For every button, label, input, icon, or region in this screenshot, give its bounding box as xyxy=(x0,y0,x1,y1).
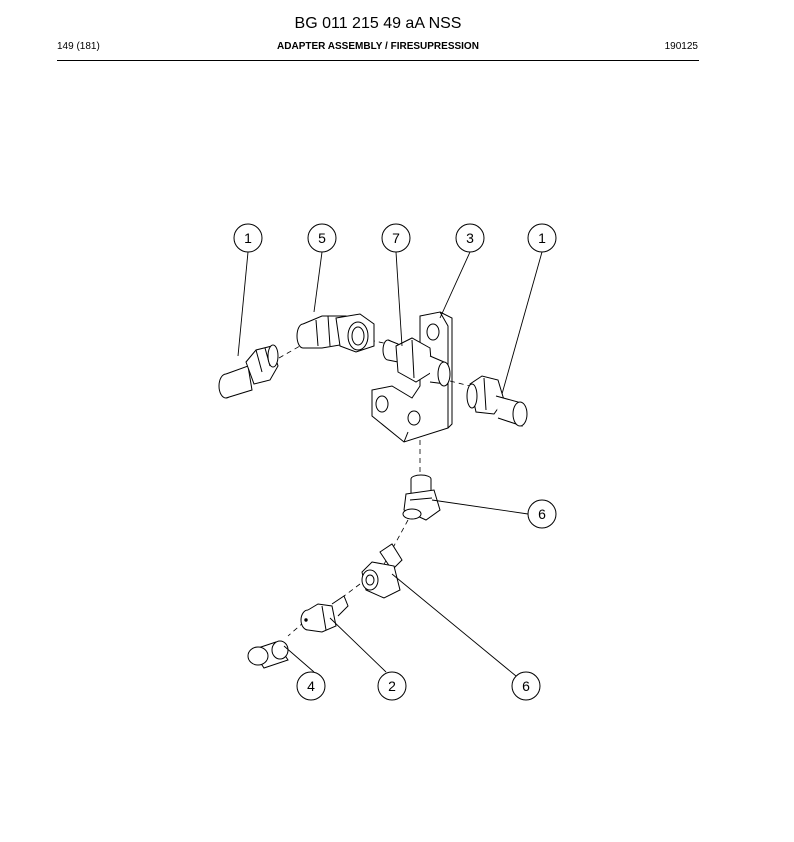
callout-label: 3 xyxy=(466,230,474,246)
callout-label: 6 xyxy=(538,506,546,522)
date-code: 190125 xyxy=(664,41,698,52)
callout-balloon xyxy=(455,223,485,253)
callout-balloon xyxy=(233,223,263,253)
callout-label: 1 xyxy=(244,230,252,246)
bracket-part xyxy=(371,311,453,443)
callout-label: 1 xyxy=(538,230,546,246)
cap-part xyxy=(247,640,289,669)
adapter-right-part xyxy=(466,375,528,427)
elbow-90-part xyxy=(296,313,375,353)
callout-label: 4 xyxy=(307,678,315,694)
callout-label: 5 xyxy=(318,230,326,246)
callout-balloon xyxy=(381,223,411,253)
callout-label: 7 xyxy=(392,230,400,246)
elbow-45-upper-part xyxy=(402,474,441,521)
section-title: ADAPTER ASSEMBLY / FIRESUPRESSION xyxy=(277,41,479,52)
bulkhead-union-part xyxy=(382,337,451,387)
callout-label: 2 xyxy=(388,678,396,694)
callout-balloon xyxy=(377,671,407,701)
callout-balloon xyxy=(296,671,326,701)
callout-balloon xyxy=(527,223,557,253)
leader-lines xyxy=(237,251,543,677)
callout-balloon xyxy=(527,499,557,529)
elbow-45-lower-part xyxy=(361,543,403,599)
adapter-left-part xyxy=(218,344,279,399)
callout-balloon xyxy=(307,223,337,253)
document-title: BG 011 215 49 aA NSS xyxy=(294,15,462,32)
page-number: 149 (181) xyxy=(57,41,100,52)
callout-balloons xyxy=(233,223,557,701)
nozzle-part xyxy=(300,595,349,633)
callout-balloon xyxy=(511,671,541,701)
callout-label: 6 xyxy=(522,678,530,694)
header-rule xyxy=(57,60,699,61)
